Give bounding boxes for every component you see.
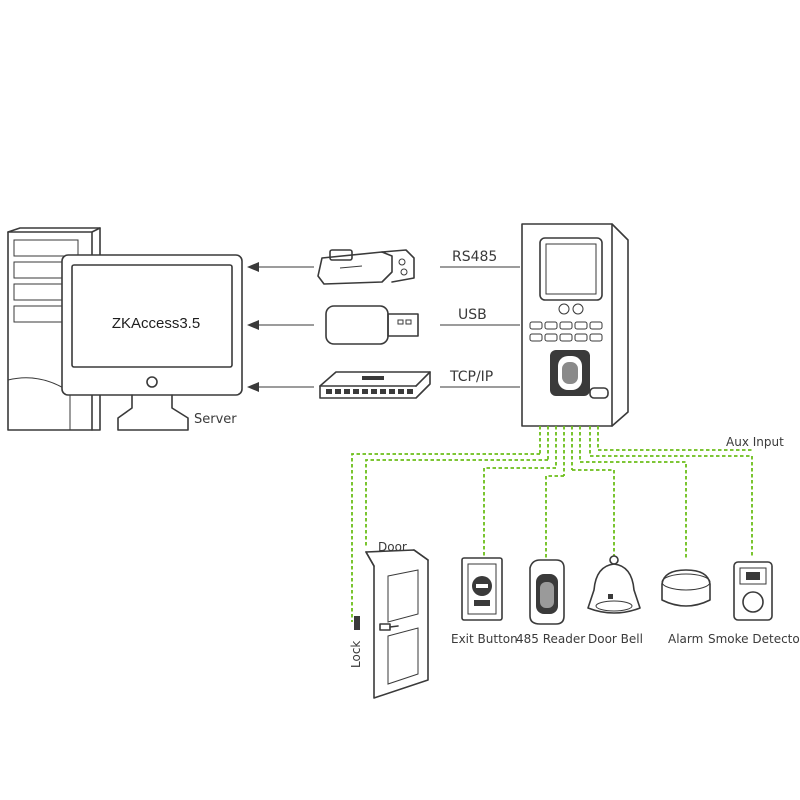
smoke-detector-icon [733, 561, 773, 621]
rs485-converter-icon [317, 249, 415, 285]
exit-button-icon [461, 557, 503, 621]
link-label-rs485: RS485 [452, 249, 497, 265]
rs485-arrow [247, 262, 314, 272]
door-icon [365, 549, 429, 699]
fingerprint-reader-icon [529, 559, 565, 625]
usb-dongle-icon [325, 305, 419, 345]
tcpip-arrow [247, 382, 314, 392]
software-label: ZKAccess3.5 [112, 315, 200, 332]
access-terminal-icon [521, 223, 629, 427]
usb-arrow [247, 320, 314, 330]
peripheral-label-485-reader: 485 Reader [516, 632, 585, 646]
door-label: Door [378, 540, 407, 554]
network-switch-icon [319, 371, 431, 399]
alarm-icon [661, 569, 711, 607]
link-label-tcpip: TCP/IP [449, 369, 493, 385]
link-label-usb: USB [458, 307, 487, 323]
wiring [351, 426, 753, 622]
peripheral-label-exit-button: Exit Button [451, 632, 518, 646]
lock-icon [354, 616, 360, 630]
peripheral-label-smoke-detector: Smoke Detector [708, 632, 800, 646]
aux-input-label: Aux Input [726, 435, 784, 449]
monitor-icon [61, 254, 243, 431]
peripheral-label-door-bell: Door Bell [588, 632, 643, 646]
lock-label: Lock [349, 641, 363, 668]
server-label: Server [194, 412, 237, 427]
peripheral-label-alarm: Alarm [668, 632, 703, 646]
door-bell-icon [587, 555, 641, 614]
